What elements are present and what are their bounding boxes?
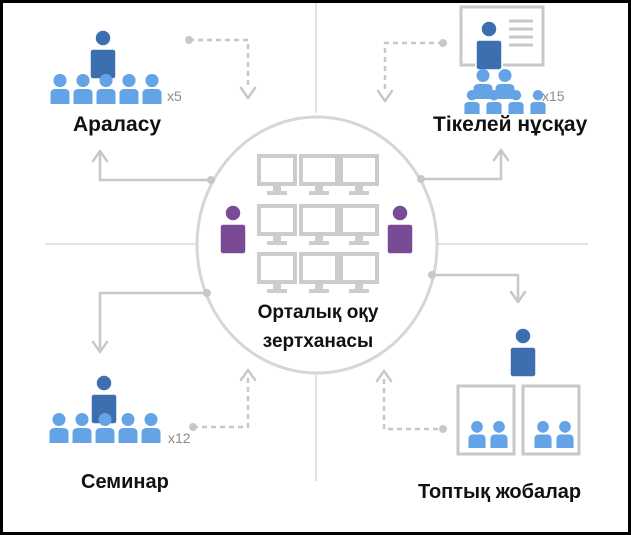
student-icon xyxy=(508,90,524,114)
teacher-icon xyxy=(509,327,537,378)
connector-dot xyxy=(428,271,436,279)
center-title-line1: Орталық оқу xyxy=(257,302,379,323)
student-icon xyxy=(473,69,493,99)
student-icon xyxy=(486,90,502,114)
diagram-canvas xyxy=(45,3,588,481)
dashed-arrowheads xyxy=(239,86,394,383)
student-icon xyxy=(556,421,574,448)
student-icon xyxy=(49,413,69,443)
connector-top-left xyxy=(98,153,211,182)
connector-dot xyxy=(203,289,211,297)
arrowhead xyxy=(239,368,257,382)
solid-arrowheads xyxy=(91,148,527,354)
lab-person-icon xyxy=(219,204,247,255)
monitor-grid xyxy=(257,154,379,293)
connector-dot xyxy=(439,39,447,47)
student-icon xyxy=(534,421,552,448)
student-icon xyxy=(142,74,162,104)
dashed-connector-bottom-right xyxy=(382,379,443,431)
student-icon xyxy=(530,90,546,114)
computer-monitor-icon xyxy=(299,154,339,195)
multiplier-direct-instruction: x15 xyxy=(542,88,565,104)
student-icon xyxy=(495,69,515,99)
arrowhead-top-right xyxy=(492,148,510,162)
computer-monitor-icon xyxy=(257,204,297,245)
label-mixing: Араласу xyxy=(73,113,162,136)
student-icon xyxy=(118,413,138,443)
arrowhead-bottom-right xyxy=(509,290,527,304)
dashed-connector-bottom-left xyxy=(193,378,250,429)
label-seminar: Семинар xyxy=(81,471,169,493)
student-icon xyxy=(50,74,70,104)
connector-dot xyxy=(417,175,425,183)
connector-top-right xyxy=(421,152,503,181)
arrowhead-top-left xyxy=(91,149,109,163)
computer-monitor-icon xyxy=(299,204,339,245)
student-icon xyxy=(141,413,161,443)
arrowhead-bottom-left xyxy=(91,340,109,354)
student-icon xyxy=(95,413,115,443)
dashed-connector-dots xyxy=(185,36,447,433)
arrowhead xyxy=(239,86,257,100)
multiplier-mixing: x5 xyxy=(167,88,182,104)
teacher-icon xyxy=(475,20,503,71)
connector-dot xyxy=(189,423,197,431)
connector-dot xyxy=(185,36,193,44)
lab-people xyxy=(219,204,414,255)
computer-monitor-icon xyxy=(299,252,339,293)
connector-dot xyxy=(439,425,447,433)
connector-dots xyxy=(203,175,436,297)
teacher-icon xyxy=(89,29,117,80)
lab-person-icon xyxy=(386,204,414,255)
arrowhead xyxy=(376,89,394,103)
people-layer xyxy=(49,20,574,448)
computer-monitor-icon xyxy=(339,252,379,293)
student-icon xyxy=(468,421,486,448)
student-icon xyxy=(96,74,116,104)
student-icon xyxy=(490,421,508,448)
computer-monitor-icon xyxy=(339,154,379,195)
dashed-connector-top-left xyxy=(189,38,250,89)
connector-dot xyxy=(207,176,215,184)
center-title-line2: зертханасы xyxy=(262,331,374,352)
arrowhead xyxy=(375,369,393,383)
computer-monitor-icon xyxy=(257,154,297,195)
computer-monitor-icon xyxy=(339,204,379,245)
label-group-projects: Топтық жобалар xyxy=(418,481,582,503)
connector-bottom-right xyxy=(432,273,520,299)
dashed-connector-top-right xyxy=(383,41,443,92)
multiplier-seminar: x12 xyxy=(168,430,191,446)
quadrant-dividers xyxy=(45,3,588,481)
student-icon xyxy=(72,413,92,443)
student-icon xyxy=(464,90,480,114)
student-icon xyxy=(73,74,93,104)
label-direct-instruction: Тікелей нұсқау xyxy=(433,113,588,136)
computer-monitor-icon xyxy=(257,252,297,293)
dashed-connectors xyxy=(189,38,443,431)
student-icon xyxy=(119,74,139,104)
solid-connectors xyxy=(98,152,520,349)
connector-bottom-left xyxy=(98,291,207,349)
